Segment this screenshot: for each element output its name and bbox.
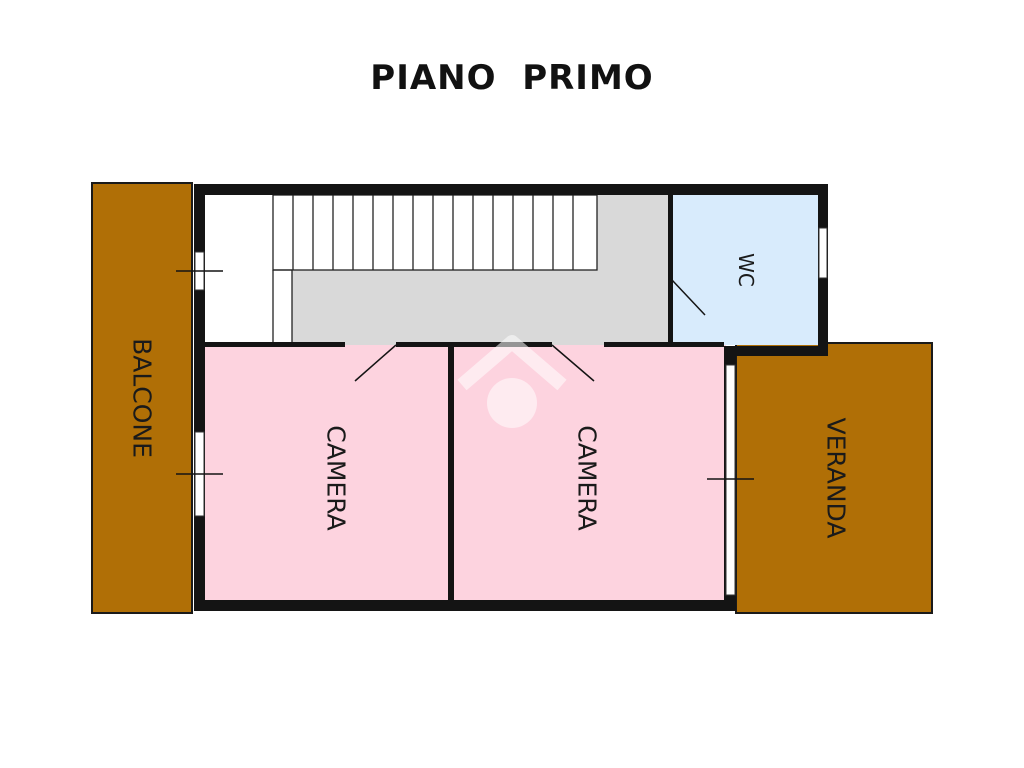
bedroom-left-label: CAMERA — [322, 425, 351, 530]
corridor-upper — [597, 195, 672, 275]
bedroom-left — [204, 345, 452, 600]
wc-label: WC — [734, 253, 758, 287]
floor-title: PIANO PRIMO — [370, 58, 654, 98]
veranda-label: VERANDA — [822, 418, 851, 539]
corridor-area — [292, 270, 672, 345]
wc-area — [672, 195, 818, 345]
doors — [176, 270, 754, 480]
watermark-logo-icon — [457, 335, 567, 428]
staircase — [272, 194, 598, 345]
balcony-area — [91, 182, 193, 614]
balcony-label: BALCONE — [128, 338, 157, 458]
bedroom-right-label: CAMERA — [573, 425, 602, 530]
